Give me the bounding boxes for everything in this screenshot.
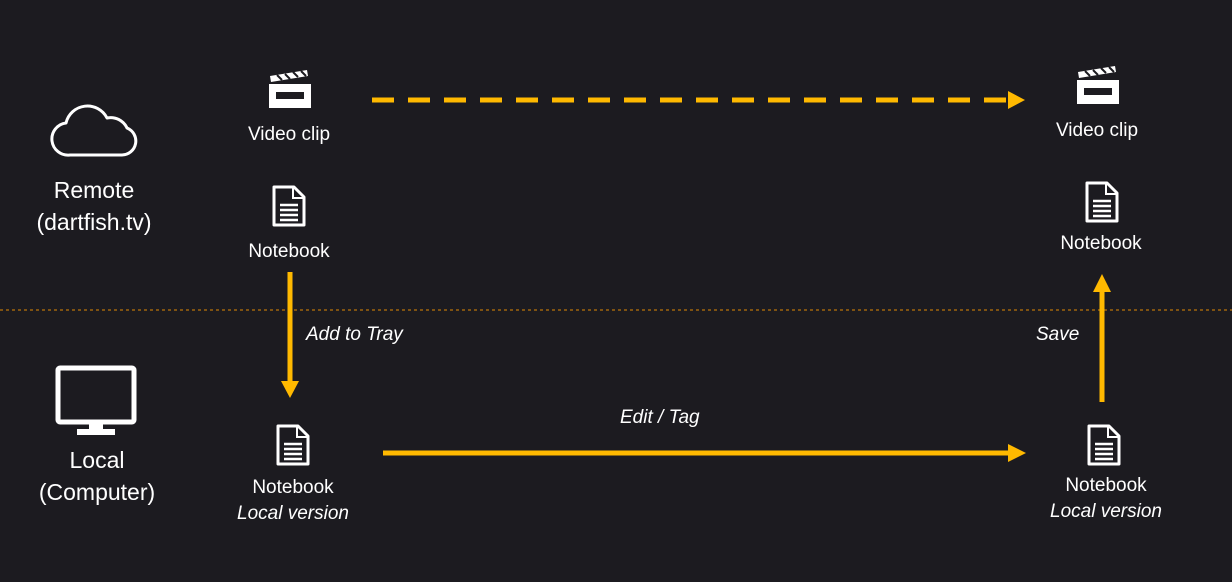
save-arrowhead [1093, 274, 1111, 292]
cloud-icon [50, 104, 138, 157]
add-to-tray-label: Add to Tray [306, 324, 403, 345]
local-notebook-right-label: Notebook [1065, 475, 1147, 496]
local-zone-detail: (Computer) [38, 479, 156, 505]
document-icon [1087, 424, 1121, 466]
remote-video-left-label: Video clip [247, 124, 331, 145]
local-notebook-left-label: Notebook [252, 477, 334, 498]
remote-zone-name: Remote [53, 177, 135, 203]
remote-notebook-right-label: Notebook [1060, 233, 1142, 254]
document-icon [272, 185, 306, 227]
remote-zone-detail: (dartfish.tv) [36, 209, 152, 235]
clapperboard-icon [269, 70, 311, 108]
document-icon [276, 424, 310, 466]
save-label: Save [1036, 324, 1080, 345]
video-sync-arrowhead [1008, 91, 1025, 109]
edit-tag-arrowhead [1008, 444, 1026, 462]
monitor-icon [55, 365, 137, 435]
local-notebook-left-sublabel: Local version [237, 503, 349, 524]
edit-tag-label: Edit / Tag [620, 407, 700, 428]
local-notebook-right-sublabel: Local version [1050, 501, 1162, 522]
document-icon [1085, 181, 1119, 223]
remote-notebook-left-label: Notebook [248, 241, 330, 262]
local-zone-name: Local [69, 447, 125, 473]
add-to-tray-arrowhead [281, 381, 299, 398]
remote-video-right-label: Video clip [1055, 120, 1139, 141]
clapperboard-icon [1077, 66, 1119, 104]
